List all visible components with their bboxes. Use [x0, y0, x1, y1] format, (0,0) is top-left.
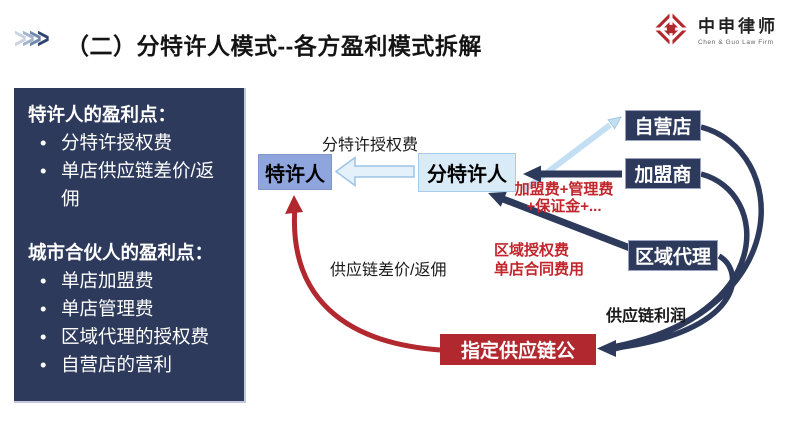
sidebar-heading-franchisor: 特许人的盈利点： — [28, 104, 177, 125]
arrow-subfee-icon — [334, 156, 415, 187]
label-join-fee-line1: 加盟费+管理费 — [514, 181, 614, 198]
label-regional-fee-line1: 区域授权费 — [494, 242, 570, 259]
list-item: 分特许授权费 — [28, 129, 232, 157]
arrowhead-supply-profit-icon — [597, 340, 616, 357]
node-franchisee: 加盟商 — [625, 158, 701, 189]
list-item: 区域代理的授权费 — [28, 323, 232, 351]
chevron-icon: > — [36, 22, 50, 56]
node-regional-agent: 区域代理 — [628, 240, 718, 271]
law-firm-name-en: Chen & Guo Law Firm — [698, 39, 774, 46]
label-supply-diff: 供应链差价/返佣 — [330, 262, 447, 279]
list-item: 单店管理费 — [28, 295, 232, 323]
chevron-icon: > — [29, 22, 42, 56]
list-item: 单店供应链差价/返佣 — [28, 157, 232, 213]
law-firm-logo-icon — [654, 12, 688, 46]
node-own-store: 自营店 — [625, 110, 701, 141]
page-title: （二）分特许人模式--各方盈利模式拆解 — [66, 33, 482, 59]
curve-franchisee-supply-icon — [612, 171, 750, 350]
arrowhead-regional-fee-icon — [488, 191, 507, 207]
sidebar-list-franchisor: 分特许授权费 单店供应链差价/返佣 — [28, 129, 232, 213]
node-sub-franchisor: 分特许人 — [418, 153, 516, 192]
sidebar-list-city-partner: 单店加盟费 单店管理费 区域代理的授权费 自营店的营利 — [28, 267, 232, 379]
law-firm-logo: 中申律师 Chen & Guo Law Firm — [651, 9, 778, 49]
profit-points-panel: 特许人的盈利点： 分特许授权费 单店供应链差价/返佣 城市合伙人的盈利点： 单店… — [14, 88, 246, 403]
chevron-icon: > — [14, 22, 27, 56]
arrow-supply-diff-icon — [291, 205, 441, 353]
label-supply-profit: 供应链利润 — [606, 308, 687, 325]
label-sub-franchise-fee: 分特许授权费 — [322, 137, 419, 154]
list-item: 单店加盟费 — [28, 267, 232, 295]
node-franchisor: 特许人 — [258, 154, 332, 190]
arrow-regional-fee-icon — [501, 195, 632, 252]
law-firm-name-cn: 中申律师 — [698, 17, 778, 36]
label-regional-fee: 区域授权费 单店合同费用 — [494, 241, 584, 279]
list-item: 自营店的营利 — [28, 351, 232, 379]
law-firm-name: 中申律师 Chen & Guo Law Firm — [698, 12, 778, 46]
chevron-icon: > — [21, 22, 35, 56]
label-join-fee-line2: +保证金+... — [526, 198, 602, 215]
curve-regional-supply-icon — [614, 253, 736, 351]
label-regional-fee-line2: 单店合同费用 — [494, 261, 585, 278]
arrowhead-franchisee-fee-icon — [523, 165, 541, 183]
arrowhead-supply-diff-icon — [285, 195, 303, 214]
sidebar-heading-city-partner: 城市合伙人的盈利点： — [28, 242, 214, 263]
title-chevrons-icon: > > > > — [13, 22, 49, 56]
node-supply-chain-company: 指定供应链公 — [440, 334, 596, 365]
label-join-fee: 加盟费+管理费 +保证金+... — [506, 181, 622, 215]
arrowhead-to-own-store-icon — [607, 116, 622, 130]
